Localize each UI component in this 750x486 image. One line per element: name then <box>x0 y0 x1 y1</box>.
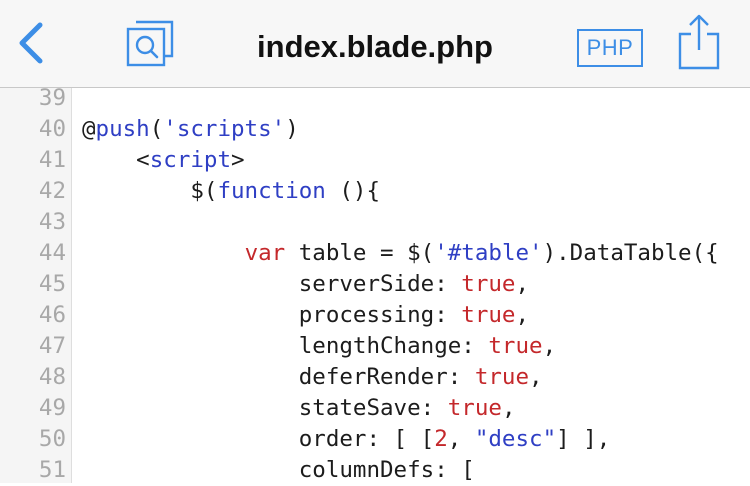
share-button[interactable] <box>676 12 722 72</box>
code-text: order: [ [2, "desc"] ], <box>82 424 611 455</box>
line-number: 48 <box>38 364 66 390</box>
code-text: $(function (){ <box>82 176 380 207</box>
code-token: , <box>515 302 530 328</box>
code-text: var table = $('#table').DataTable({ <box>82 238 719 269</box>
code-text: lengthChange: true, <box>82 331 556 362</box>
code-line: 42 $(function (){ <box>0 176 750 207</box>
code-token: true <box>488 333 543 359</box>
code-token: , <box>501 395 516 421</box>
code-line: 45 serverSide: true, <box>0 269 750 300</box>
chevron-left-icon <box>19 22 43 64</box>
language-button[interactable]: PHP <box>577 29 643 67</box>
back-button[interactable] <box>10 18 54 68</box>
code-line: 40 @push('scripts') <box>0 114 750 145</box>
code-text: columnDefs: [ <box>82 455 475 486</box>
code-line: 47 lengthChange: true, <box>0 331 750 362</box>
code-line: 46 processing: true, <box>0 300 750 331</box>
line-number-gutter <box>0 88 72 483</box>
code-line: 41 <script> <box>0 145 750 176</box>
code-token: ).DataTable({ <box>542 240 719 266</box>
code-line: 44 var table = $('#table').DataTable({ <box>0 238 750 269</box>
code-token: function <box>217 178 326 204</box>
search-pages-button[interactable] <box>122 16 178 70</box>
code-line: 39 <box>0 83 750 114</box>
code-line: 50 order: [ [2, "desc"] ], <box>0 424 750 455</box>
code-token: ( <box>149 116 164 142</box>
code-token: table = $( <box>285 240 435 266</box>
code-token: lengthChange: <box>82 333 489 359</box>
toolbar: index.blade.php PHP <box>0 0 750 88</box>
code-token: true <box>447 395 502 421</box>
code-token: 2 <box>434 426 448 452</box>
code-line: 48 deferRender: true, <box>0 362 750 393</box>
code-token <box>82 240 245 266</box>
line-number: 41 <box>38 147 66 173</box>
line-number: 49 <box>38 395 66 421</box>
code-token: @ <box>82 116 96 142</box>
code-token: > <box>231 147 245 173</box>
code-token: push <box>95 116 150 142</box>
share-icon <box>678 14 720 70</box>
code-token: columnDefs: [ <box>82 457 475 483</box>
line-number: 51 <box>38 457 66 483</box>
code-token: '#table' <box>434 240 543 266</box>
code-token: processing: <box>82 302 462 328</box>
code-token: serverSide: <box>82 271 462 297</box>
code-token: "desc" <box>474 426 557 452</box>
line-number: 47 <box>38 333 66 359</box>
code-text: processing: true, <box>82 300 529 331</box>
line-number: 46 <box>38 302 66 328</box>
code-token: 'scripts' <box>163 116 286 142</box>
code-line: 43 <box>0 207 750 238</box>
search-pages-icon <box>126 20 174 67</box>
line-number: 40 <box>38 116 66 142</box>
code-token: var <box>244 240 286 266</box>
code-token: , <box>515 271 530 297</box>
code-token: script <box>149 147 232 173</box>
code-line: 49 stateSave: true, <box>0 393 750 424</box>
line-number: 45 <box>38 271 66 297</box>
code-token: true <box>474 364 530 390</box>
file-title: index.blade.php <box>257 29 493 64</box>
line-number: 43 <box>38 209 66 235</box>
code-text: stateSave: true, <box>82 393 516 424</box>
code-token: order: [ [ <box>82 426 435 452</box>
line-number: 42 <box>38 178 66 204</box>
code-text: <script> <box>82 145 245 176</box>
code-token: true <box>461 271 516 297</box>
line-number: 44 <box>38 240 66 266</box>
code-token: , <box>542 333 557 359</box>
code-text: @push('scripts') <box>82 114 299 145</box>
code-token: ] ], <box>556 426 611 452</box>
code-token: $( <box>82 178 218 204</box>
code-line: 51 columnDefs: [ <box>0 455 750 486</box>
code-token: (){ <box>325 178 381 204</box>
line-number: 50 <box>38 426 66 452</box>
code-token: true <box>461 302 516 328</box>
code-text: deferRender: true, <box>82 362 543 393</box>
code-text: serverSide: true, <box>82 269 529 300</box>
code-token: deferRender: <box>82 364 475 390</box>
code-token: , <box>529 364 543 390</box>
code-token: ) <box>285 116 299 142</box>
line-number: 39 <box>38 85 66 111</box>
code-token: < <box>82 147 150 173</box>
code-token: stateSave: <box>82 395 448 421</box>
code-token: , <box>447 426 475 452</box>
